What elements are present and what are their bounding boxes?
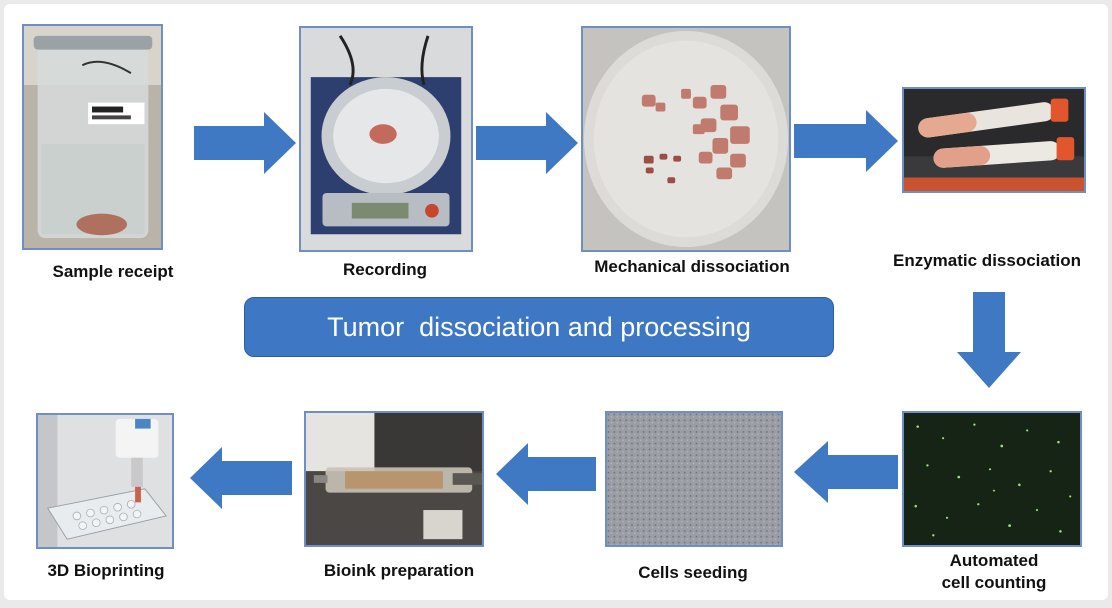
bioink-preparation-photo [304,411,484,547]
step-label-bioink-preparation: Bioink preparation [323,561,475,580]
cells-seeding-photo [605,411,783,547]
cell-counting-photo [902,411,1082,547]
arrow-left-icon [794,441,898,503]
mechanical-dissociation-photo [581,26,791,252]
arrow-right-icon [194,112,296,174]
step-label-automated-cell-counting: Automated cell counting [941,551,1047,592]
process-title-banner: Tumor dissociation and processing [244,297,834,357]
recording-photo [299,26,473,252]
3d-bioprinting-photo [36,413,174,549]
sample-receipt-photo [22,24,163,250]
workflow-diagram: Sample receipt Recording Mechanical diss… [4,4,1108,600]
arrow-left-icon [496,443,596,505]
step-label-cells-seeding: Cells seeding [638,563,748,582]
step-label-sample-receipt: Sample receipt [52,262,174,281]
arrow-down-icon [957,292,1021,388]
enzymatic-dissociation-photo [902,87,1086,193]
arrow-right-icon [794,110,898,172]
arrow-right-icon [476,112,578,174]
step-label-enzymatic-dissociation: Enzymatic dissociation [893,251,1081,270]
step-label-3d-bioprinting: 3D Bioprinting [47,561,165,580]
arrow-left-icon [190,447,292,509]
step-label-recording: Recording [342,260,428,279]
step-label-mechanical-dissociation: Mechanical dissociation [594,257,790,276]
